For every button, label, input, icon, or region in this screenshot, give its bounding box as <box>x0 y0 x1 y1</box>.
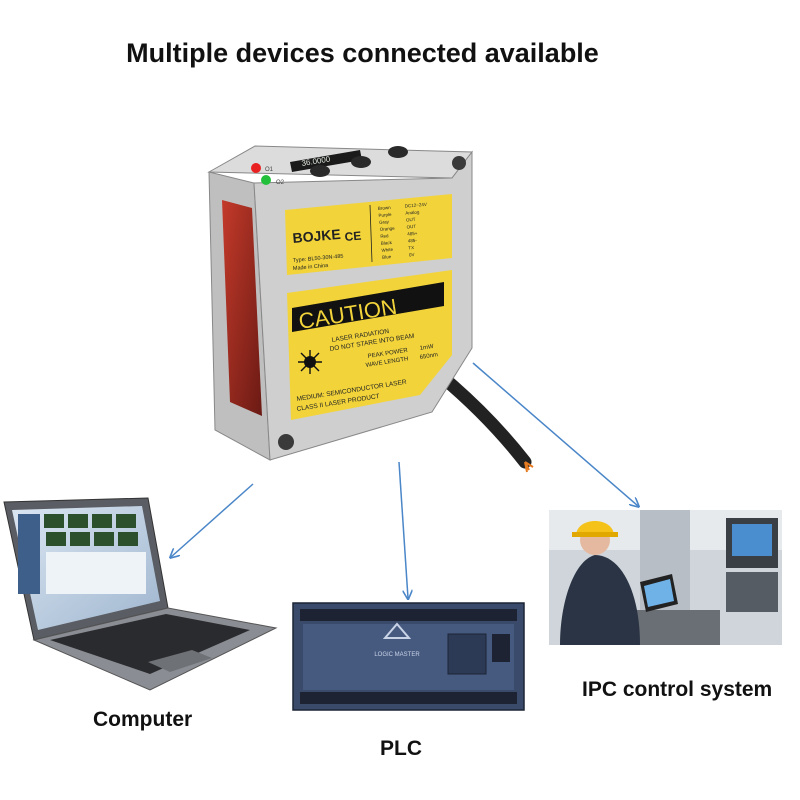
wire-name: Black <box>381 240 393 246</box>
wire-color-table: Brown DC12~24V Purple Analog Gray OUT Or… <box>378 202 427 260</box>
menu-button[interactable] <box>310 165 330 177</box>
sensor-cable <box>433 368 534 473</box>
wire-value: TX <box>408 245 414 250</box>
origin-line: Made in China <box>293 263 330 272</box>
laptop-touchpad <box>148 650 212 672</box>
plc-terminal-bottom <box>300 692 517 704</box>
peak-power-value: 1mW <box>419 344 434 352</box>
caption-ipc: IPC control system <box>582 678 773 701</box>
technician <box>560 555 640 645</box>
wire-name: Gray <box>379 219 390 225</box>
wire-name: White <box>381 247 393 253</box>
info-label <box>285 194 452 275</box>
wire-value: 0V <box>409 252 415 257</box>
wire-name: Orange <box>379 226 395 232</box>
wire-name: Blue <box>382 254 392 260</box>
laptop-screen-widgets <box>18 514 146 594</box>
caption-computer: Computer <box>93 708 193 731</box>
wave-length-value: 650nm <box>419 352 438 361</box>
caption-plc: PLC <box>380 737 422 760</box>
wire-name: Brown <box>378 205 392 211</box>
plc-logo-icon <box>382 622 412 639</box>
plc-comm-port <box>492 634 510 662</box>
page-title: Multiple devices connected available <box>126 38 599 68</box>
arrow-to-computer <box>171 483 254 557</box>
laser-hazard-icon <box>298 350 322 374</box>
wire-value: DC12~24V <box>405 202 427 209</box>
plc-terminal-top <box>300 609 517 621</box>
mount-hole <box>278 434 294 450</box>
wire-value: 485- <box>408 238 418 244</box>
laptop-computer <box>3 497 278 691</box>
ce-mark: CE <box>344 229 362 244</box>
wire-value: Analog <box>405 209 420 215</box>
caution-banner <box>292 282 444 332</box>
wire-name: Red <box>380 233 389 239</box>
wire-value: OUT <box>406 224 416 230</box>
digital-display <box>290 150 362 172</box>
laser-sensor: 36.0000 O1 O2 BOJKE CE Type: BL50-30N-48… <box>207 145 473 461</box>
up-button[interactable] <box>351 156 371 168</box>
arrow-to-plc <box>398 461 408 598</box>
plc-port-cover <box>447 633 487 675</box>
arrow-to-ipc <box>472 362 638 506</box>
mount-hole <box>452 156 466 170</box>
ipc-control-panel <box>726 572 778 612</box>
wire-value: 485+ <box>407 231 418 237</box>
ipc-control-scene <box>549 510 782 645</box>
ipc-terminal-screen <box>732 524 772 556</box>
led-label-o2: O2 <box>276 180 285 186</box>
set-button[interactable] <box>388 146 408 158</box>
brand-logo: BOJKE <box>292 226 341 246</box>
wire-name: Purple <box>378 212 392 218</box>
led-label-o1: O1 <box>265 167 274 173</box>
status-led-red <box>251 163 261 173</box>
plc-module: LOGIC MASTER <box>292 602 525 711</box>
plc-logo-text: LOGIC MASTER <box>374 652 420 658</box>
laser-lens-window <box>222 200 262 416</box>
laptop-keyboard <box>50 614 250 674</box>
status-led-green <box>261 175 271 185</box>
wire-value: OUT <box>406 217 416 223</box>
type-line: Type: BL50-30N-485 <box>293 254 344 264</box>
